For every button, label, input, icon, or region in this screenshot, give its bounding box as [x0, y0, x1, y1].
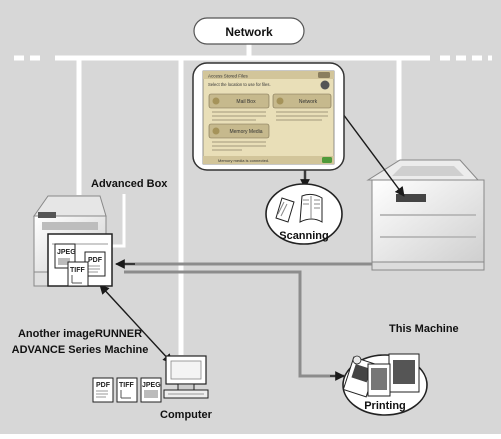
network-icon	[276, 97, 284, 105]
computer-label: Computer	[160, 409, 213, 421]
printing-bubble: Printing	[342, 353, 428, 416]
this-machine	[366, 159, 485, 271]
screen-memory-media-button[interactable]: Memory Media	[208, 123, 270, 139]
control-panel-screen: Access Stored Files Select the location …	[192, 62, 345, 171]
network-backbone	[14, 44, 492, 355]
this-machine-label: This Machine	[389, 323, 459, 335]
box-file-pdf: PDF	[84, 251, 106, 277]
scanning-bubble: Scanning	[265, 183, 343, 245]
computer-icon	[163, 355, 209, 399]
printing-label: Printing	[364, 400, 406, 412]
screen-memory-media-label: Memory Media	[229, 129, 262, 135]
screen-title: Access Stored Files	[208, 74, 249, 79]
screen-subtitle: Select the location to use for files.	[208, 82, 271, 87]
printing-documents-icon	[342, 353, 420, 398]
box-file-tiff-label: TIFF	[70, 267, 85, 274]
box-file-jpeg-label: JPEG	[57, 249, 76, 256]
screen-status: Memory media is connected.	[218, 158, 269, 163]
mail-box-icon	[212, 97, 220, 105]
box-file-pdf-label: PDF	[88, 257, 103, 264]
computer-file-tiff: TIFF	[116, 377, 138, 403]
screen-close-button[interactable]	[318, 72, 330, 78]
screen-memory-description	[212, 141, 266, 151]
screen-pointer-arrow	[339, 109, 405, 197]
box-file-tiff: TIFF	[67, 261, 89, 287]
help-icon[interactable]	[320, 80, 330, 90]
computer-file-jpeg-label: JPEG	[142, 382, 161, 389]
computer-file-pdf-label: PDF	[96, 382, 111, 389]
screen-mail-box-label: Mail Box	[236, 99, 256, 105]
advanced-box-label: Advanced Box	[91, 178, 168, 190]
screen-ok-button[interactable]	[322, 157, 332, 163]
screen-description-lines	[212, 111, 328, 121]
network-label: Network	[225, 25, 273, 39]
scanning-books-icon	[275, 193, 323, 223]
network-label-box: Network	[193, 17, 305, 45]
screen-network-button[interactable]: Network	[272, 93, 332, 109]
another-machine-label-line1: Another imageRUNNER	[18, 328, 142, 340]
screen-mail-box-button[interactable]: Mail Box	[208, 93, 270, 109]
computer-file-pdf: PDF	[92, 377, 114, 403]
scanning-label: Scanning	[279, 230, 329, 242]
another-machine-label-line2: ADVANCE Series Machine	[12, 344, 149, 356]
computer-file-tiff-label: TIFF	[119, 382, 134, 389]
screen-network-label: Network	[299, 99, 318, 105]
computer-file-jpeg: JPEG	[140, 377, 162, 403]
memory-media-icon	[212, 127, 220, 135]
